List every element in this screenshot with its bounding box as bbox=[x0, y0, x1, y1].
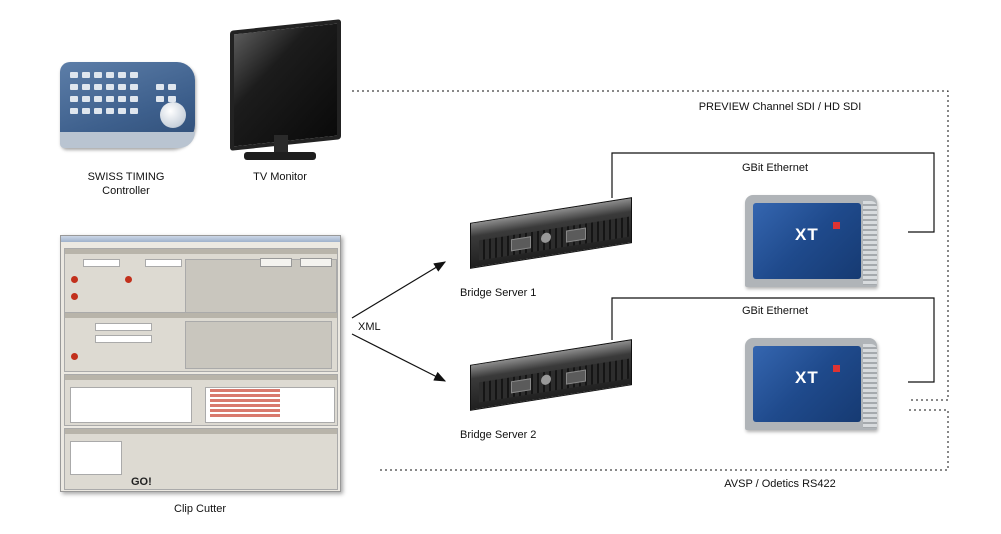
gbit-ethernet-label-1: GBit Ethernet bbox=[741, 162, 809, 174]
clip-cutter-section-monitor bbox=[64, 374, 338, 426]
clip-cutter-titlebar bbox=[61, 236, 340, 242]
xt2-server-2: XT bbox=[745, 338, 877, 430]
swiss-timing-controller bbox=[60, 62, 195, 148]
clip-cutter-label: Clip Cutter bbox=[174, 503, 226, 515]
gbit-line-2 bbox=[611, 297, 935, 383]
xml-label: XML bbox=[358, 321, 381, 333]
xml-arrow-to-bridge2 bbox=[351, 333, 447, 382]
tv-monitor-label: TV Monitor bbox=[253, 171, 307, 183]
xml-arrow-to-bridge1 bbox=[351, 261, 447, 319]
tv-monitor-screen bbox=[230, 19, 341, 151]
bridge-server-1-label: Bridge Server 1 bbox=[460, 287, 537, 299]
clip-cutter-go-button: GO! bbox=[131, 476, 152, 488]
preview-dotted-line bbox=[352, 90, 949, 401]
controller-label: SWISS TIMING Controller bbox=[87, 171, 165, 197]
tv-monitor-stand bbox=[274, 135, 288, 155]
gbit-ethernet-label-2: GBit Ethernet bbox=[741, 305, 809, 317]
gbit-line-1 bbox=[611, 152, 935, 233]
clip-cutter-section-player bbox=[64, 428, 338, 490]
clip-cutter-section-stream bbox=[64, 248, 338, 322]
clip-cutter-section-file bbox=[64, 312, 338, 372]
xt2-server-1: XT bbox=[745, 195, 877, 287]
xt2-logo-1: XT bbox=[795, 225, 819, 244]
xt2-logo-2: XT bbox=[795, 368, 819, 387]
bridge-server-2-label: Bridge Server 2 bbox=[460, 429, 537, 441]
avsp-odetics-label: AVSP / Odetics RS422 bbox=[724, 478, 836, 490]
clip-cutter-window: GO! bbox=[60, 235, 341, 492]
preview-channel-label: PREVIEW Channel SDI / HD SDI bbox=[698, 101, 862, 113]
jog-wheel-icon bbox=[160, 102, 186, 128]
tv-monitor-base bbox=[244, 152, 316, 160]
